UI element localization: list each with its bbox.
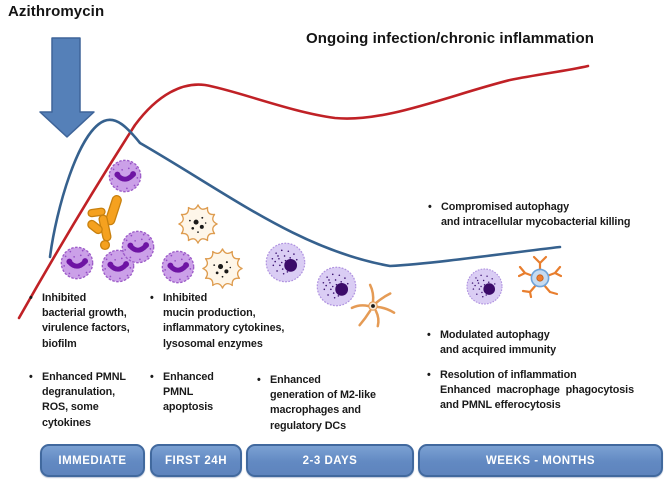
apoptotic-pmnl-icon: [178, 204, 218, 244]
macrophage-icon: [316, 266, 357, 307]
azithromycin-arrow-icon: [39, 37, 95, 138]
pmnl-cell-icon: [162, 251, 193, 282]
timeline-segment-days: 2-3 DAYS: [246, 444, 414, 477]
dendritic-cell-icon: [350, 283, 396, 328]
annotation-first24h-2: Enhanced PMNL apoptosis: [150, 370, 263, 416]
timeline-label: 2-3 DAYS: [302, 454, 358, 467]
infection-inflammation-curve: [17, 64, 590, 320]
annotation-immediate-1: Inhibited bacterial growth, virulence fa…: [29, 291, 152, 352]
pmnl-cell-icon: [122, 231, 153, 262]
timeline-segment-weeks-months: WEEKS - MONTHS: [418, 444, 663, 477]
infected-cell-icon: [518, 255, 562, 298]
timeline-label: IMMEDIATE: [58, 454, 127, 467]
apoptotic-pmnl-icon: [202, 248, 243, 289]
macrophage-icon: [265, 242, 306, 283]
pmnl-cell-icon: [109, 160, 140, 191]
timeline-label: WEEKS - MONTHS: [485, 454, 596, 467]
acute-response-curve: [48, 118, 562, 268]
annotation-days-1: Enhanced generation of M2-like macrophag…: [257, 373, 410, 434]
annotation-immediate-2: Enhanced PMNL degranulation, ROS, some c…: [29, 370, 152, 431]
annotation-weeks-1: Modulated autophagy and acquired immunit…: [427, 328, 650, 358]
pmnl-cell-icon: [61, 247, 92, 278]
timeline-label: FIRST 24H: [164, 454, 227, 467]
annotation-first24h-1: Inhibited mucin production, inflammatory…: [150, 291, 285, 352]
annotation-weeks-2: Resolution of inflammation Enhanced macr…: [427, 368, 666, 414]
bacteria-icon: [87, 195, 122, 251]
timeline-segment-first24h: FIRST 24H: [150, 444, 242, 477]
ongoing-infection-label: Ongoing infection/chronic inflammation: [306, 30, 594, 47]
annotation-weeks-upper: Compromised autophagy and intracellular …: [428, 200, 667, 230]
macrophage-icon: [466, 268, 503, 305]
drug-label: Azithromycin: [8, 3, 105, 20]
timeline-segment-immediate: IMMEDIATE: [40, 444, 145, 477]
